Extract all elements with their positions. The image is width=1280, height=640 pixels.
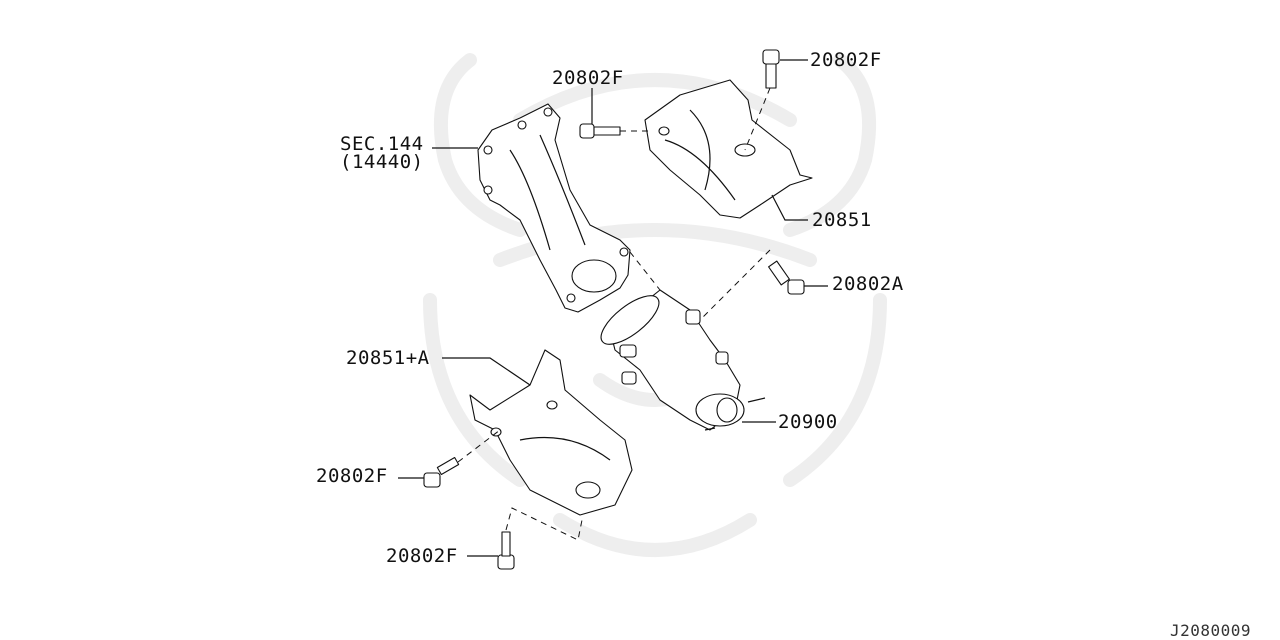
front-exhaust-tube (477, 103, 631, 313)
bolt-right (768, 260, 805, 295)
label-bolt-bottom: 20802F (386, 545, 458, 567)
label-heat-shield-upper: 20851 (812, 209, 872, 231)
label-bolt-top-right: 20802F (810, 49, 882, 71)
bolt-bottom (497, 531, 515, 570)
label-bolt-right: 20802A (832, 273, 904, 295)
label-bolt-top-center: 20802F (552, 67, 624, 89)
leader-lines (398, 59, 828, 557)
label-converter: 20900 (778, 411, 838, 433)
label-bolt-left: 20802F (316, 465, 388, 487)
lower-heat-shield (469, 349, 633, 516)
label-sec-line2: (14440) (340, 151, 424, 173)
catalytic-converter (600, 289, 766, 431)
upper-heat-shield (644, 79, 813, 219)
bolt-top-right (762, 49, 780, 89)
alignment-lines (457, 87, 771, 541)
diagram-code: J2080009 (1170, 621, 1252, 640)
label-sec-line1: SEC.144 (340, 133, 424, 155)
bolt-top-center (579, 123, 621, 139)
bolt-left (423, 456, 460, 488)
label-heat-shield-lower: 20851+A (346, 347, 430, 369)
